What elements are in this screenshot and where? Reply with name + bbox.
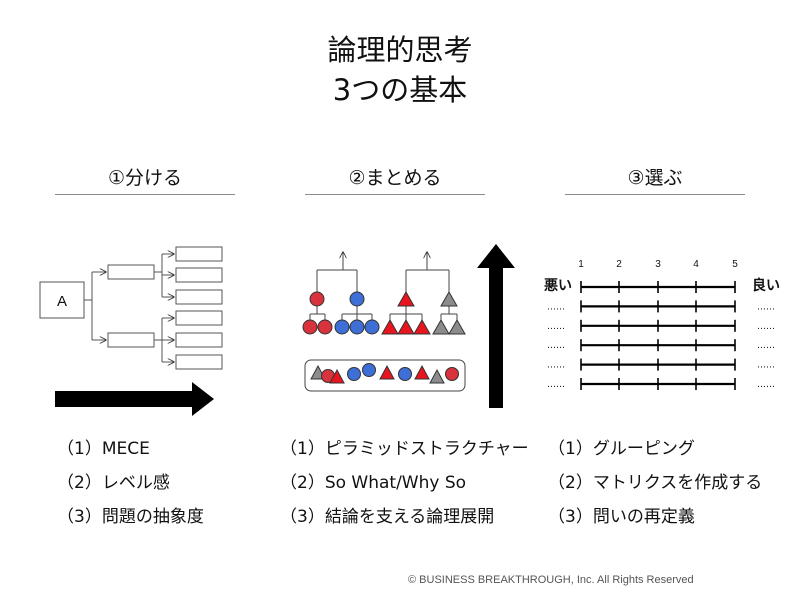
scattered-elements-box xyxy=(304,359,466,392)
tree-leaf-box xyxy=(175,289,223,305)
gray-triangle-node xyxy=(432,318,450,335)
summarize-item: （1）ピラミッドストラクチャー xyxy=(280,439,529,459)
scale-row xyxy=(580,281,736,293)
tree-root-label: A xyxy=(57,293,67,310)
scale-label: 4 xyxy=(693,259,699,270)
tree-leaf-box xyxy=(175,267,223,283)
divide-item: （1）MECE xyxy=(57,439,150,459)
red-circle-node xyxy=(317,319,333,335)
pyramid-diagram xyxy=(302,252,466,335)
scale-label: 1 xyxy=(578,259,584,270)
blue-circle-node xyxy=(349,319,365,335)
label-bad: 悪い xyxy=(544,278,572,294)
tree-branch-box xyxy=(107,264,155,280)
red-triangle-node xyxy=(397,318,415,335)
red-triangle-node xyxy=(381,318,399,335)
red-triangle-node xyxy=(413,318,431,335)
scale-label: 3 xyxy=(655,259,661,270)
scale-label: 2 xyxy=(616,259,622,270)
scale-label: 5 xyxy=(732,259,738,270)
dots-right: …… xyxy=(757,302,775,312)
summarize-item: （3）結論を支える論理展開 xyxy=(280,507,495,527)
label-good: 良い xyxy=(752,277,780,294)
dots-right: …… xyxy=(757,361,775,371)
tree-branch-box xyxy=(107,332,155,348)
dots-left: …… xyxy=(547,341,565,351)
title-line-1: 論理的思考 xyxy=(327,33,473,67)
heading-divide: ①分ける xyxy=(107,167,183,189)
red-circle-node xyxy=(309,291,325,307)
scale-row: …… …… xyxy=(547,358,775,371)
heading-choose: ③選ぶ xyxy=(627,167,683,189)
scale-row: …… …… xyxy=(547,300,775,313)
blue-circle-node xyxy=(364,319,380,335)
divide-item: （3）問題の抽象度 xyxy=(57,507,204,527)
choose-item: （3）問いの再定義 xyxy=(548,507,695,527)
heading-choose-underline xyxy=(565,194,745,195)
heading-summarize-underline xyxy=(305,194,485,195)
blue-circle-node xyxy=(334,319,350,335)
copyright-notice: © BUSINESS BREAKTHROUGH, Inc. All Rights… xyxy=(408,574,694,586)
logic-tree-diagram xyxy=(39,246,223,370)
scale-row: …… …… xyxy=(547,319,775,332)
blue-circle-node xyxy=(349,291,365,307)
gray-triangle-node xyxy=(440,290,458,307)
divide-list: （1）MECE （2）レベル感 （3）問題の抽象度 xyxy=(57,432,204,534)
tree-leaf-box xyxy=(175,332,223,348)
tree-leaf-box xyxy=(175,310,223,326)
summarize-item: （2）So What/Why So xyxy=(280,473,467,493)
heading-summarize: ②まとめる xyxy=(348,167,442,189)
rating-matrix-diagram: 1 2 3 4 5 悪い 良い …… …… …… …… …… …… …… …… …… …… xyxy=(544,259,780,390)
scale-row: …… …… xyxy=(547,378,775,390)
tree-leaf-box xyxy=(175,354,223,370)
choose-item: （1）グルーピング xyxy=(548,439,695,459)
scale-row: …… …… xyxy=(547,339,775,352)
arrow-up-icon xyxy=(477,244,515,408)
tree-leaf-box xyxy=(175,246,223,262)
dots-left: …… xyxy=(547,380,565,390)
dots-right: …… xyxy=(757,380,775,390)
arrow-right-icon xyxy=(55,382,214,416)
divide-item: （2）レベル感 xyxy=(57,473,170,493)
red-triangle-node xyxy=(397,290,415,307)
dots-left: …… xyxy=(547,361,565,371)
tree-root-box xyxy=(39,281,85,319)
dots-right: …… xyxy=(757,341,775,351)
heading-divide-underline xyxy=(55,194,235,195)
red-circle-node xyxy=(302,319,318,335)
summarize-list: （1）ピラミッドストラクチャー （2）So What/Why So （3）結論を… xyxy=(280,432,529,534)
choose-item: （2）マトリクスを作成する xyxy=(548,473,763,493)
title-line-2: 3つの基本 xyxy=(332,73,468,107)
dots-left: …… xyxy=(547,302,565,312)
choose-list: （1）グルーピング （2）マトリクスを作成する （3）問いの再定義 xyxy=(548,432,762,534)
dots-left: …… xyxy=(547,322,565,332)
dots-right: …… xyxy=(757,322,775,332)
gray-triangle-node xyxy=(448,318,466,335)
